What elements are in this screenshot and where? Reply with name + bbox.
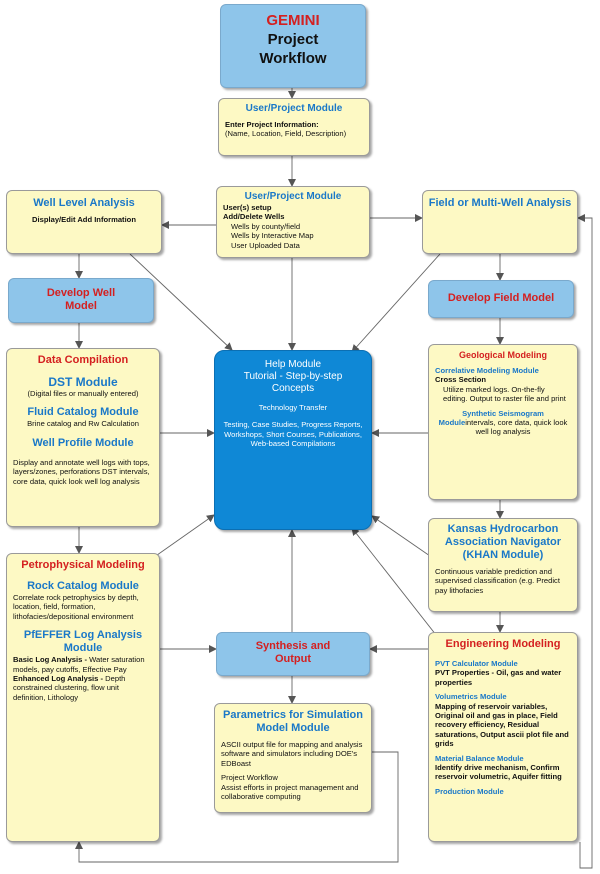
geological-modeling: Geological Modeling Correlative Modeling… — [428, 344, 578, 500]
pfeffer-title: PfEFFER Log Analysis Module — [23, 629, 143, 655]
engineering-heading: Engineering Modeling — [445, 638, 561, 650]
field-analysis-heading: Field or Multi-Well Analysis — [428, 197, 572, 209]
edge-field-to-help — [351, 253, 441, 353]
title-workflow: Workflow — [259, 50, 327, 67]
edge-eng-to-help — [351, 527, 441, 641]
khan-detail: Continuous variable prediction and super… — [435, 567, 560, 595]
volumetrics-detail: Mapping of reservoir variables, Original… — [435, 701, 569, 749]
cross-section-detail: Utilize marked logs. On-the-fly editing.… — [443, 384, 566, 404]
dst-module-detail: (Digital files or manually entered) — [27, 389, 139, 398]
help-detail: Testing, Case Studies, Progress Reports,… — [223, 420, 363, 449]
cross-section: Cross Section — [435, 375, 487, 385]
geological-heading: Geological Modeling — [458, 350, 547, 360]
rock-catalog-title: Rock Catalog Module — [27, 580, 139, 592]
enhanced-log-label: Enhanced Log Analysis - — [13, 674, 104, 684]
parametrics-module: Parametrics for Simulation Model Module … — [214, 703, 372, 813]
project-workflow-title: Project Workflow — [221, 773, 278, 783]
production-title: Production Module — [435, 786, 504, 796]
khan-heading: Kansas Hydrocarbon Association Navigator… — [444, 523, 562, 561]
fluid-catalog-title: Fluid Catalog Module — [27, 406, 139, 419]
develop-well-heading: Develop Well Model — [46, 287, 116, 312]
edge-eng-to-field — [577, 214, 593, 869]
well-level-detail: Display/Edit Add Information — [32, 215, 136, 224]
pvt-title: PVT Calculator Module — [435, 659, 518, 668]
edge-khan-to-help — [371, 515, 431, 557]
user-project-detail: (Name, Location, Field, Description) — [225, 129, 347, 139]
parametrics-detail-1: ASCII output file for mapping and analys… — [221, 740, 363, 768]
help-tech-transfer: Technology Transfer — [258, 403, 328, 412]
develop-field-heading: Develop Field Model — [447, 292, 555, 304]
user-project-heading-1: User/Project Module — [245, 103, 343, 114]
parametrics-heading: Parametrics for Simulation Model Module — [223, 709, 363, 734]
material-balance-detail: Identify drive mechanism, Confirm reserv… — [435, 763, 562, 782]
synthetic-title: Synthetic Seismogram — [462, 408, 544, 418]
develop-field-model: Develop Field Model — [428, 280, 574, 318]
volumetrics-title: Volumetrics Module — [435, 692, 507, 702]
data-compilation-heading: Data Compilation — [37, 354, 129, 366]
synthetic-detail: intervals, core data, quick look well lo… — [465, 418, 568, 437]
petrophysical-heading: Petrophysical Modeling — [21, 559, 145, 571]
dst-module-title: DST Module — [48, 375, 118, 389]
data-compilation: Data Compilation DST Module (Digital fil… — [6, 348, 160, 527]
project-workflow-detail: Assist efforts in project management and… — [221, 782, 359, 802]
khan-module: Kansas Hydrocarbon Association Navigator… — [428, 518, 578, 612]
user-project-subheading: Enter Project Information: — [225, 120, 319, 129]
user-setup: User(s) setup — [223, 203, 272, 212]
synthetic-module-word: Module — [438, 418, 466, 428]
fluid-catalog-detail: Brine catalog and Rw Calculation — [27, 419, 139, 429]
edge-petro-to-help — [149, 514, 215, 561]
wells-item-1: Wells by county/field — [231, 221, 301, 231]
field-multi-well-analysis: Field or Multi-Well Analysis — [422, 190, 578, 254]
title-box: GEMINI Project Workflow — [220, 4, 366, 88]
well-profile-detail: Display and annotate well logs with tops… — [13, 457, 150, 486]
help-line-2: Tutorial - Step-by-step — [243, 371, 343, 382]
petrophysical-modeling: Petrophysical Modeling Rock Catalog Modu… — [6, 553, 160, 842]
help-module: Help Module Tutorial - Step-by-step Conc… — [214, 350, 372, 530]
wells-item-3: User Uploaded Data — [231, 240, 300, 250]
synthesis-heading: Synthesis and Output — [255, 640, 331, 665]
basic-log-detail: Water saturation models, pay cutoffs, Ef… — [13, 655, 145, 674]
enhanced-log-detail: Depth constrained clustering, flow unit … — [13, 674, 126, 702]
engineering-modeling: Engineering Modeling PVT Calculator Modu… — [428, 632, 578, 842]
wells-item-2: Wells by Interactive Map — [231, 231, 314, 241]
user-project-module-info: User/Project Module Enter Project Inform… — [218, 98, 370, 156]
title-project: Project — [267, 31, 319, 48]
user-project-module-wells: User/Project Module User(s) setup Add/De… — [216, 186, 370, 258]
correlative-title: Correlative Modeling Module — [435, 366, 539, 375]
rock-catalog-detail: Correlate rock petrophysics by depth, lo… — [13, 593, 139, 621]
help-line-1: Help Module — [264, 359, 322, 370]
help-line-3: Concepts — [271, 383, 315, 394]
basic-log-label: Basic Log Analysis - — [13, 655, 87, 665]
material-balance-title: Material Balance Module — [435, 753, 524, 763]
title-gemini: GEMINI — [266, 12, 320, 29]
well-profile-title: Well Profile Module — [32, 436, 134, 449]
develop-well-model: Develop Well Model — [8, 278, 154, 323]
well-level-heading: Well Level Analysis — [33, 197, 135, 209]
pvt-detail: PVT Properties - Oil, gas and water prop… — [435, 668, 562, 687]
add-delete-wells: Add/Delete Wells — [223, 212, 285, 222]
well-level-analysis: Well Level Analysis Display/Edit Add Inf… — [6, 190, 162, 254]
user-project-heading-2: User/Project Module — [244, 191, 342, 202]
synthesis-output: Synthesis and Output — [216, 632, 370, 676]
edge-well-to-help — [129, 253, 233, 351]
edge-param-to-petro — [75, 751, 399, 863]
